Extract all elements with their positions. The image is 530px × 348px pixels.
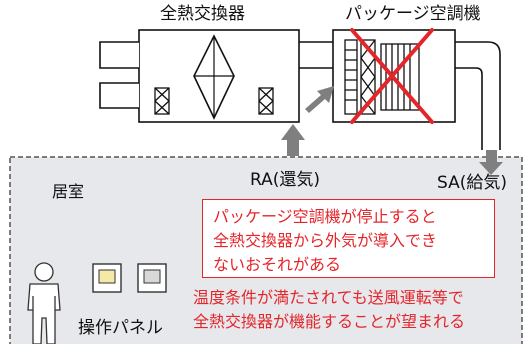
note-line: 全熱交換器が機能することが望まれる [193, 312, 466, 331]
warning-line: 全熱交換器から外気が導入でき [213, 231, 438, 250]
control-panel-icon-2 [137, 263, 167, 293]
warning-line: ないおそれがある [213, 255, 342, 274]
ra-label: RA(還気) [250, 170, 321, 190]
pac-label: パッケージ空調機 [345, 4, 481, 24]
room-label: 居室 [52, 182, 85, 201]
ra-arrow-up [281, 124, 305, 156]
pac-coil [344, 39, 420, 115]
hrv-filters [154, 87, 274, 115]
note-text: 温度条件が満たされても送風運転等で 全熱交換器が機能することが望まれる [193, 286, 465, 334]
person-icon [27, 262, 61, 345]
control-panel-icon-1 [92, 263, 122, 293]
ra-arrow-to-pac [305, 86, 334, 113]
hrv-duct-left [99, 41, 139, 109]
hrv-label: 全熱交換器 [160, 4, 245, 24]
control-panel-label: 操作パネル [78, 318, 163, 338]
sa-arrow-down [479, 150, 503, 175]
supply-duct [299, 41, 333, 69]
note-line: 温度条件が満たされても送風運転等で [193, 288, 464, 307]
sa-label: SA(給気) [437, 173, 508, 193]
warning-line: パッケージ空調機が停止すると [213, 207, 437, 226]
stop-mark [350, 28, 434, 124]
sa-duct [455, 41, 501, 150]
warning-box: パッケージ空調機が停止すると 全熱交換器から外気が導入でき ないおそれがある [202, 199, 495, 278]
